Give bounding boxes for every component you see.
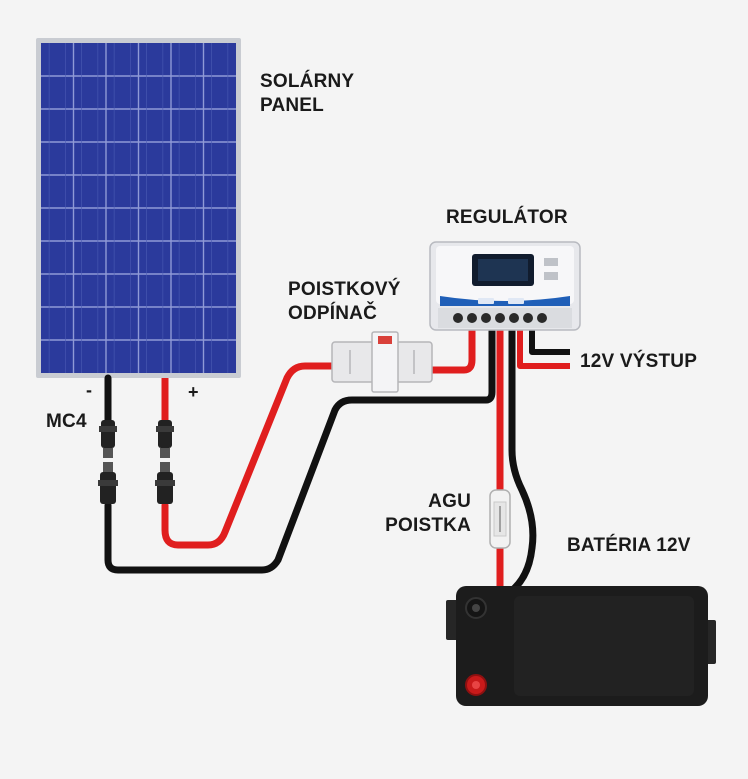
terminal-screw: [495, 313, 505, 323]
mc4-label: MC4: [46, 411, 87, 432]
fuse-switch-label: POISTKOVÝ ODPÍNAČ: [288, 278, 401, 326]
mc4-plus-female: [155, 462, 175, 504]
charge-regulator: [429, 241, 581, 331]
terminal-screw: [467, 313, 477, 323]
solar-panel-label: SOLÁRNY PANEL: [260, 70, 354, 118]
minus-label: -: [86, 380, 92, 400]
plus-label: +: [188, 382, 199, 402]
regulator-terminals: [453, 313, 547, 323]
agu-fuse-label-line1: AGU: [428, 491, 471, 512]
wire-black-regulator-to-battery: [472, 326, 537, 610]
terminal-screw: [523, 313, 533, 323]
mc4-plus-male: [156, 420, 174, 458]
solar-panel-label-line2: PANEL: [260, 95, 324, 116]
wire-output-red: [517, 330, 570, 369]
wire-black-panel-to-regulator-lower: [104, 326, 496, 574]
wire-output-black: [529, 330, 570, 355]
output-label: 12V VÝSTUP: [580, 351, 698, 372]
terminal-screw: [453, 313, 463, 323]
panel-cell-grid: [41, 43, 236, 373]
regulator-label: REGULÁTOR: [446, 207, 568, 228]
battery: [446, 586, 716, 706]
mc4-connectors: [98, 420, 175, 504]
terminal-screw: [509, 313, 519, 323]
mc4-minus-female: [98, 462, 118, 504]
agu-fuse-label-line2: POISTKA: [385, 515, 471, 536]
agu-fuse: [489, 489, 511, 549]
wire-red-fuse-switch-to-regulator: [426, 326, 476, 374]
solar-panel-label-line1: SOLÁRNY: [260, 71, 355, 92]
mc4-minus-male: [99, 420, 117, 458]
solar-panel: [36, 38, 241, 378]
terminal-screw: [481, 313, 491, 323]
fuse-switch: [331, 331, 433, 393]
agu-fuse-label: AGU POISTKA: [383, 490, 471, 538]
terminal-screw: [537, 313, 547, 323]
fuse-switch-label-line1: POISTKOVÝ: [288, 279, 401, 300]
battery-label: BATÉRIA 12V: [567, 535, 691, 556]
fuse-switch-label-line2: ODPÍNAČ: [288, 303, 378, 324]
wire-red-panel-to-fuse-switch: [161, 362, 344, 549]
